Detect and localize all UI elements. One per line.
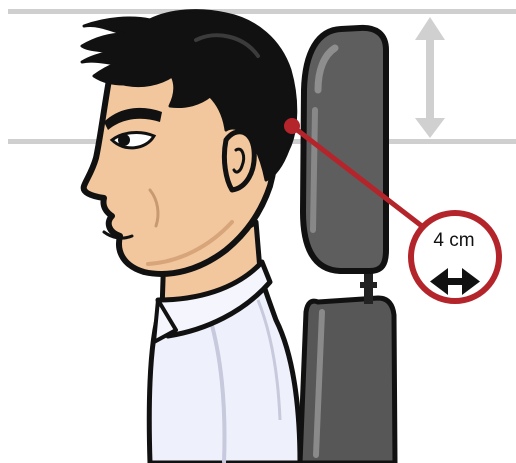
callout-ring — [411, 213, 499, 301]
vertical-adjust-arrow-icon — [415, 17, 445, 138]
seat-back — [300, 298, 395, 463]
headrest — [303, 28, 386, 271]
top-of-head-guide-line — [8, 9, 516, 14]
callout-anchor-dot — [284, 118, 300, 134]
